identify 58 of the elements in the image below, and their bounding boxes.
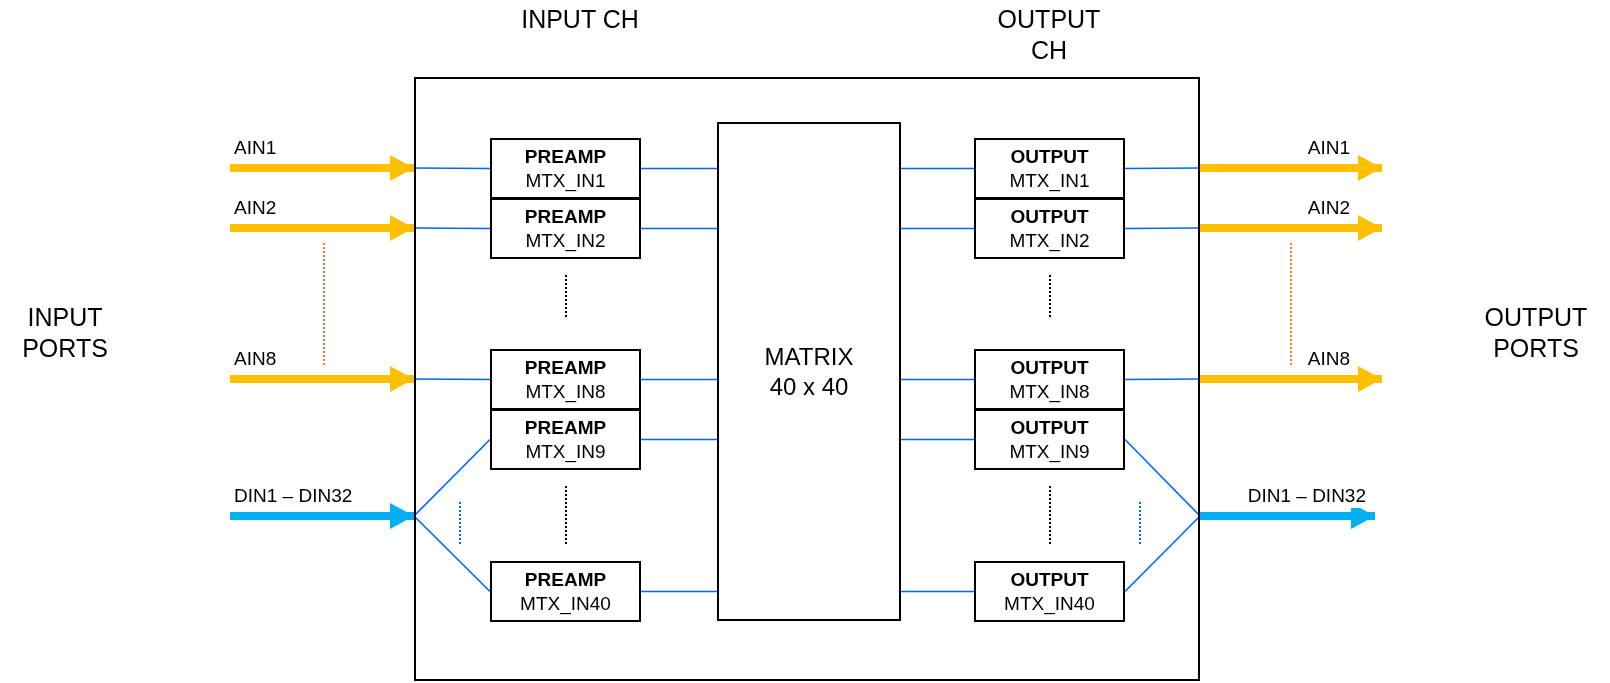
heading-label: INPUT PORTS [21,302,109,365]
matrix-box [717,122,901,621]
box-label: MTX_IN9 [525,439,606,464]
channel-box [490,409,641,470]
connector-line [640,378,718,381]
channel-box [490,349,641,410]
connector-line [640,590,718,593]
box-label: OUTPUT [1010,355,1089,380]
box-label: MTX_IN2 [525,228,606,253]
box-label: MTX_IN8 [1009,379,1090,404]
heading-label: INPUT CH [520,4,640,35]
channel-box [974,138,1125,199]
heading-label: OUTPUT CH [996,4,1102,67]
connector-line [413,515,491,593]
connector-line [900,378,975,381]
connector-line [900,438,975,441]
box-label: PREAMP [524,144,607,169]
box-label: PREAMP [524,567,607,592]
channel-box [974,409,1125,470]
connector-line [413,227,491,230]
channel-box [974,198,1125,259]
box-label: MTX_IN9 [1009,439,1090,464]
channel-box [490,138,641,199]
box-label: OUTPUT [1010,567,1089,592]
connector-line [640,438,718,441]
box-label: PREAMP [524,415,607,440]
box-label: OUTPUT [1010,204,1089,229]
box-label: MTX_IN8 [525,379,606,404]
connector-line [640,167,718,170]
box-label: MTX_IN40 [1004,591,1095,616]
connector-line [900,590,975,593]
connector-line [413,167,491,170]
channel-box [490,561,641,622]
connector-line [413,438,491,517]
channel-box [490,198,641,259]
connector-line [1124,378,1201,381]
box-label: MTX_IN2 [1009,228,1090,253]
connector-line [1124,167,1201,170]
channel-box [974,349,1125,410]
box-label: PREAMP [524,204,607,229]
chassis-frame [414,77,1200,681]
connector-line [900,167,975,170]
box-label: OUTPUT [1010,144,1089,169]
box-label: MTX_IN40 [520,591,611,616]
box-label: 40 x 40 [769,371,849,402]
connector-line [1124,227,1201,230]
heading-label: OUTPUT PORTS [1483,302,1589,365]
connector-line [900,227,975,230]
box-label: MATRIX [764,341,854,372]
connector-line [640,227,718,230]
box-label: MTX_IN1 [1009,168,1090,193]
box-label: OUTPUT [1010,415,1089,440]
box-label: MTX_IN1 [525,168,606,193]
connector-line [413,378,491,381]
connector-line [1124,515,1201,593]
channel-box [974,561,1125,622]
box-label: PREAMP [524,355,607,380]
connector-line [1124,438,1201,517]
